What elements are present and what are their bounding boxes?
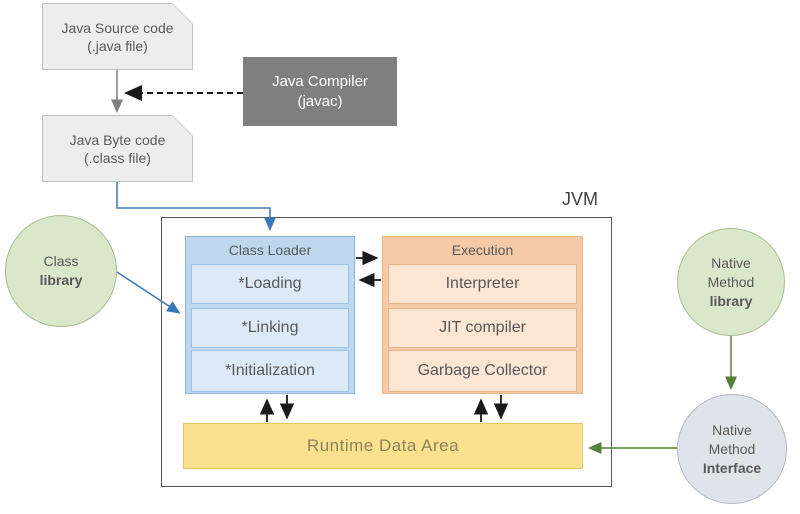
class-library-node: Class library <box>5 215 117 327</box>
java-byte-code-label: Java Byte code (.class file) <box>43 116 192 181</box>
linking-node: *Linking <box>191 308 349 348</box>
java-source-code-line2: (.java file) <box>87 37 148 54</box>
jvm-container <box>161 217 612 487</box>
native-method-library-line2: Method <box>707 273 755 290</box>
garbage-collector-node: Garbage Collector <box>388 350 577 392</box>
java-byte-code-line1: Java Byte code <box>69 131 166 148</box>
class-loader-panel: Class Loader *Loading *Linking *Initiali… <box>185 236 355 394</box>
java-compiler-line1: Java Compiler <box>272 72 368 90</box>
native-method-interface-line2: Method <box>708 440 756 457</box>
java-source-code-node: Java Source code (.java file) <box>42 3 193 70</box>
jvm-title: JVM <box>562 189 598 209</box>
java-byte-code-node: Java Byte code (.class file) <box>42 115 193 182</box>
native-method-library-line3: library <box>709 292 753 309</box>
java-compiler-line2: (javac) <box>297 92 343 110</box>
native-method-library-node: Native Method library <box>677 228 785 336</box>
native-method-interface-line1: Native <box>712 421 752 438</box>
execution-title: Execution <box>451 242 514 258</box>
class-library-line1: Class <box>43 253 79 269</box>
interpreter-node: Interpreter <box>388 264 577 304</box>
java-source-code-line1: Java Source code <box>61 19 174 36</box>
native-method-interface-node: Native Method Interface <box>677 394 787 504</box>
runtime-data-area-node: Runtime Data Area <box>183 423 583 469</box>
jit-compiler-node: JIT compiler <box>388 308 577 348</box>
class-loader-title: Class Loader <box>228 242 312 258</box>
class-library-line2: library <box>39 272 83 288</box>
native-method-library-line1: Native <box>711 254 751 271</box>
loading-node: *Loading <box>191 264 349 304</box>
java-byte-code-line2: (.class file) <box>84 149 151 166</box>
initialization-node: *Initialization <box>191 350 349 392</box>
java-source-code-label: Java Source code (.java file) <box>43 4 192 69</box>
execution-panel: Execution Interpreter JIT compiler Garba… <box>382 236 583 394</box>
java-compiler-node: Java Compiler (javac) <box>243 57 397 126</box>
native-method-interface-line3: Interface <box>702 459 762 476</box>
